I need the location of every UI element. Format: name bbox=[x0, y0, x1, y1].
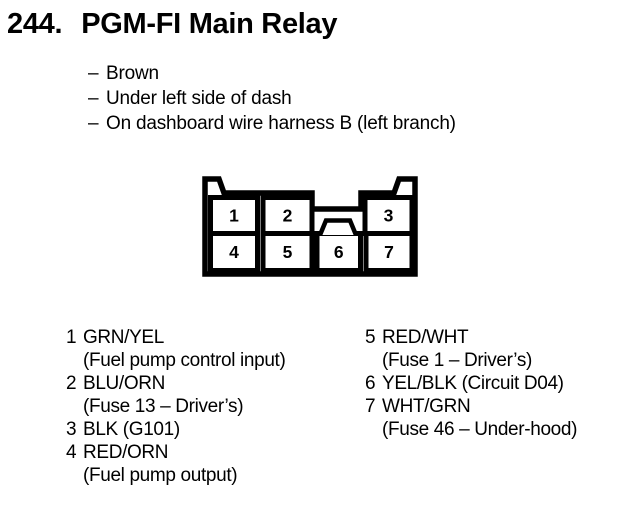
note-text: On dashboard wire harness B (left branch… bbox=[106, 113, 456, 134]
pin-description: (Fuse 46 – Under-hood) bbox=[382, 419, 578, 440]
pin-description: (Fuel pump output) bbox=[83, 465, 238, 486]
section-title: PGM-FI Main Relay bbox=[81, 8, 338, 40]
pin-wire-color: RED/WHT bbox=[382, 327, 469, 348]
page-title: 244. PGM-FI Main Relay bbox=[7, 8, 338, 41]
pin-cavity-3 bbox=[362, 195, 415, 236]
note-location: – Under left side of dash bbox=[88, 86, 456, 111]
pin-cavity-number-6: 6 bbox=[334, 242, 344, 262]
pin-number: 6 bbox=[365, 373, 376, 394]
note-text: Brown bbox=[106, 63, 159, 84]
note-color: – Brown bbox=[88, 61, 456, 86]
pin-wire-color: YEL/BLK (Circuit D04) bbox=[382, 373, 564, 394]
pin-legend-right: 5 RED/WHT (Fuse 1 – Driver’s) 6 YEL/BLK … bbox=[365, 326, 577, 441]
pin-cavity-7 bbox=[363, 231, 415, 273]
pin-number: 7 bbox=[365, 396, 376, 417]
pin-entry-7: 7 WHT/GRN (Fuse 46 – Under-hood) bbox=[365, 395, 577, 441]
pin-wire-color: BLU/ORN bbox=[83, 373, 166, 394]
section-number: 244. bbox=[7, 8, 63, 40]
pin-entry-2: 2 BLU/ORN (Fuse 13 – Driver’s) bbox=[66, 372, 285, 418]
pin-entry-5: 5 RED/WHT (Fuse 1 – Driver’s) bbox=[365, 326, 577, 372]
pin-number: 5 bbox=[365, 327, 376, 348]
relay-notes: – Brown – Under left side of dash – On d… bbox=[88, 61, 456, 136]
note-text: Under left side of dash bbox=[106, 88, 292, 109]
pin-description: (Fuse 1 – Driver’s) bbox=[382, 350, 532, 371]
pin-entry-3: 3 BLK (G101) bbox=[66, 418, 285, 441]
dash-bullet: – bbox=[88, 63, 99, 84]
pin-number: 4 bbox=[66, 442, 77, 463]
pin-cavity-number-2: 2 bbox=[283, 206, 293, 226]
pin-cavity-6 bbox=[314, 231, 363, 273]
pin-wire-color: GRN/YEL bbox=[83, 327, 164, 348]
pin-number: 3 bbox=[66, 419, 77, 440]
pin-cavity-1 bbox=[208, 195, 260, 236]
pin-cavity-number-5: 5 bbox=[283, 242, 293, 262]
dash-bullet: – bbox=[88, 88, 99, 109]
pin-description: (Fuel pump control input) bbox=[83, 350, 286, 371]
note-harness: – On dashboard wire harness B (left bran… bbox=[88, 111, 456, 136]
pin-cavity-number-3: 3 bbox=[384, 206, 394, 226]
pin-wire-color: BLK (G101) bbox=[83, 419, 180, 440]
pin-cavity-number-4: 4 bbox=[229, 242, 239, 262]
pin-number: 2 bbox=[66, 373, 77, 394]
latch-tab bbox=[317, 218, 359, 236]
pin-wire-color: WHT/GRN bbox=[382, 396, 471, 417]
pin-entry-6: 6 YEL/BLK (Circuit D04) bbox=[365, 372, 577, 395]
dash-bullet: – bbox=[88, 113, 99, 134]
pin-entry-4: 4 RED/ORN (Fuel pump output) bbox=[66, 441, 285, 487]
pin-cavity-5 bbox=[260, 231, 315, 273]
connector-diagram: 1 2 3 4 5 6 7 bbox=[195, 165, 425, 280]
pin-number: 1 bbox=[66, 327, 77, 348]
pin-cavity-number-7: 7 bbox=[384, 242, 394, 262]
pin-description: (Fuse 13 – Driver’s) bbox=[83, 396, 244, 417]
pin-entry-1: 1 GRN/YEL (Fuel pump control input) bbox=[66, 326, 286, 372]
pin-legend-left: 1 GRN/YEL (Fuel pump control input) 2 BL… bbox=[66, 326, 286, 487]
pin-cavity-number-1: 1 bbox=[229, 206, 239, 226]
pin-cavity-4 bbox=[208, 231, 260, 273]
pin-wire-color: RED/ORN bbox=[83, 442, 169, 463]
